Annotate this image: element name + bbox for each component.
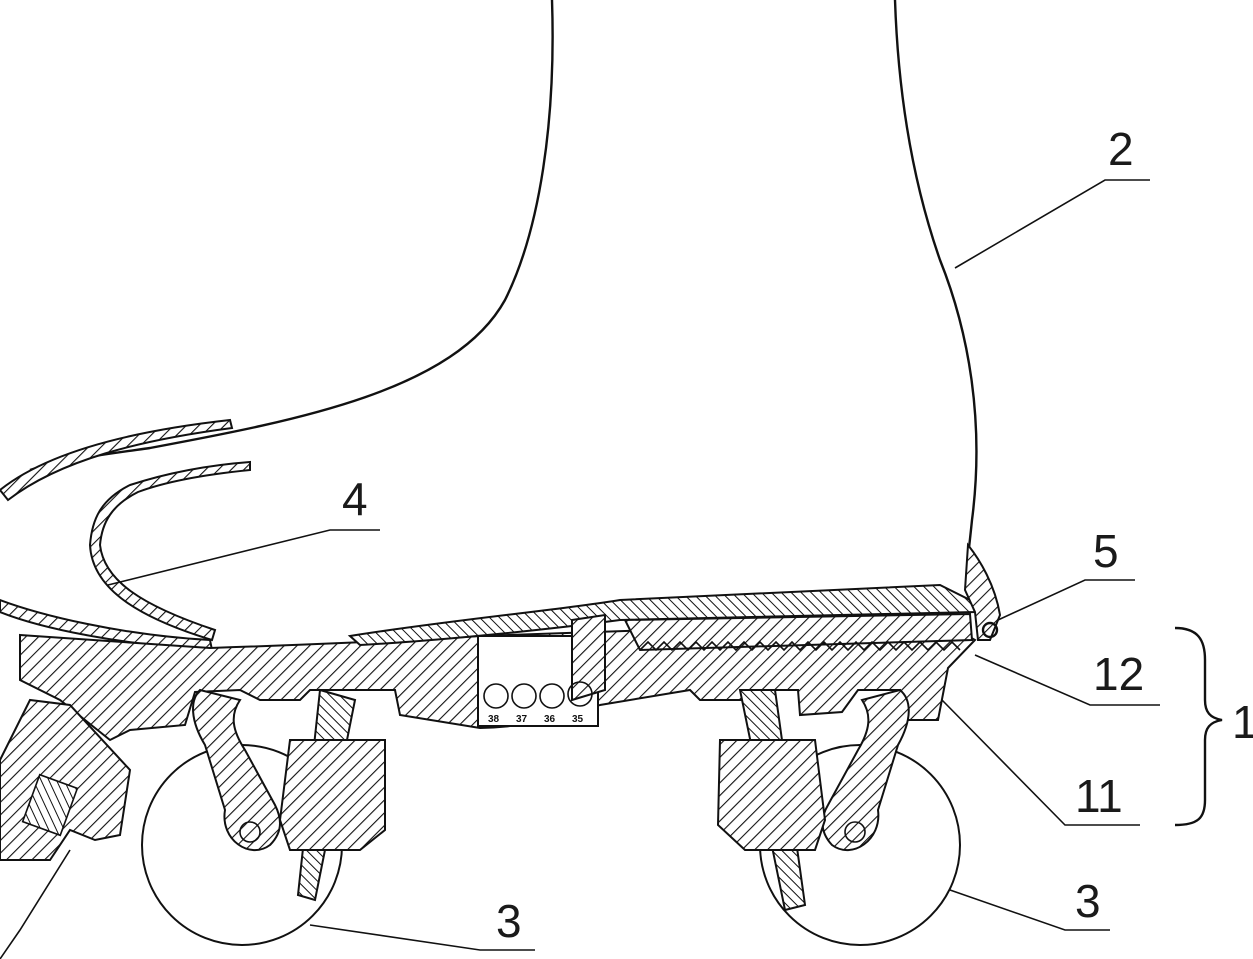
label-5: 5 [1093, 525, 1119, 577]
leader-2 [954, 179, 1150, 269]
leader-11 [941, 699, 1140, 826]
heel-lock-pivot [981, 621, 999, 639]
label-12: 12 [1093, 648, 1144, 700]
sensor-number-1: 38 [488, 714, 500, 725]
heel-outline [893, 0, 978, 561]
center-post [571, 613, 606, 702]
leader-12 [974, 654, 1160, 706]
label-4: 4 [342, 473, 368, 525]
brace-part-1 [1174, 626, 1223, 827]
sensor-circle-1 [483, 683, 509, 709]
heel-lock-part-5 [963, 542, 1002, 641]
toe-spring [21, 773, 79, 837]
label-2: 2 [1108, 123, 1134, 175]
label-3-right: 3 [1075, 875, 1101, 927]
right-caster-pivot [844, 821, 866, 843]
left-caster-arm [192, 688, 281, 851]
leader-4 [107, 529, 380, 586]
sensor-number-2: 37 [516, 714, 528, 725]
sensor-circle-4 [567, 681, 593, 707]
right-caster-arm [821, 688, 910, 851]
left-caster-pivot [239, 821, 261, 843]
toe-leader-line [0, 849, 71, 959]
sensor-number-4: 35 [572, 714, 584, 725]
leader-3-right [949, 889, 1110, 931]
label-1: 1 [1232, 696, 1253, 748]
foot-outline [29, 0, 554, 472]
label-11: 11 [1075, 770, 1123, 822]
rack-teeth [639, 640, 961, 652]
rack-part-12 [623, 612, 974, 652]
upper-strap [0, 418, 234, 502]
label-3-left: 3 [496, 895, 522, 947]
sensor-circle-2 [511, 683, 537, 709]
sensor-circle-3 [539, 683, 565, 709]
lower-strap-part-4 [88, 460, 251, 642]
leader-3-left [309, 924, 535, 951]
leader-5 [997, 579, 1135, 621]
left-bolt-housing [278, 739, 386, 851]
right-bolt-housing [716, 739, 827, 851]
sensor-number-3: 36 [544, 714, 556, 725]
